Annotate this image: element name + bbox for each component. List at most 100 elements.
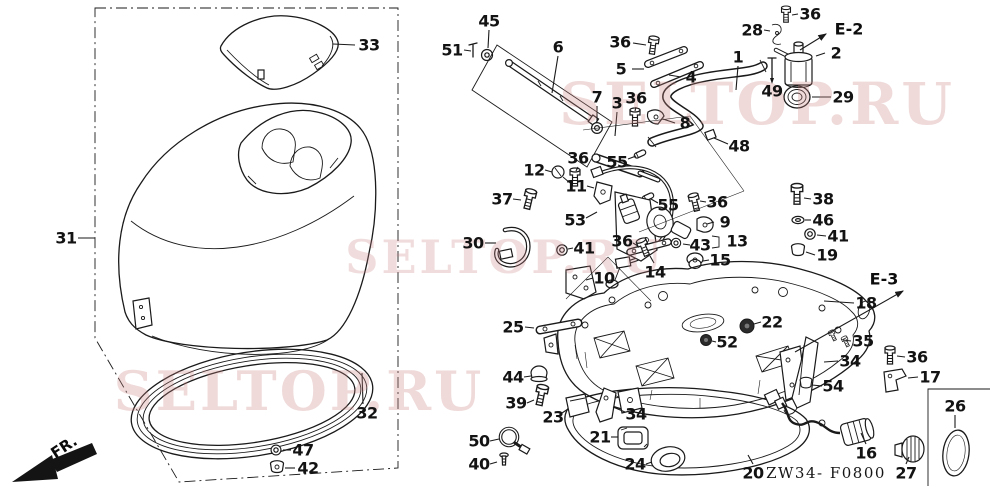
part-label-43: 43 bbox=[689, 235, 711, 255]
part-label-52: 52 bbox=[716, 332, 738, 352]
part-label-35: 35 bbox=[852, 331, 874, 351]
part-label-36: 36 bbox=[706, 192, 728, 212]
part-label-4: 4 bbox=[685, 67, 697, 87]
part-label-16: 16 bbox=[855, 443, 877, 463]
part-14-stay bbox=[626, 238, 672, 256]
part-label-42: 42 bbox=[297, 458, 319, 478]
part-label-36: 36 bbox=[799, 4, 821, 24]
part-label-24: 24 bbox=[624, 454, 646, 474]
part-54-grommet bbox=[799, 376, 813, 389]
part-label-40: 40 bbox=[468, 454, 490, 474]
part-label-51: 51 bbox=[441, 40, 463, 60]
part-46-washer bbox=[791, 215, 805, 225]
part-label-27: 27 bbox=[895, 463, 917, 483]
sub-section-bracket bbox=[927, 388, 990, 486]
part-31-engine-cover bbox=[118, 102, 377, 355]
part-label-34: 34 bbox=[839, 351, 861, 371]
part-40-screw bbox=[499, 452, 509, 466]
part-label-36: 36 bbox=[609, 32, 631, 52]
section-ref-E-3: E-3 bbox=[869, 269, 899, 289]
part-23-wedge bbox=[565, 393, 590, 418]
part-label-21: 21 bbox=[589, 427, 611, 447]
part-label-11: 11 bbox=[565, 176, 587, 196]
part-label-44: 44 bbox=[502, 367, 524, 387]
part-35-screw bbox=[840, 334, 852, 348]
part-label-37: 37 bbox=[491, 189, 513, 209]
part-label-41: 41 bbox=[573, 238, 595, 258]
part-label-2: 2 bbox=[830, 43, 842, 63]
part-label-13: 13 bbox=[726, 231, 748, 251]
part-label-33: 33 bbox=[358, 35, 380, 55]
part-27-cap bbox=[894, 435, 925, 463]
part-label-29: 29 bbox=[832, 87, 854, 107]
part-label-39: 39 bbox=[505, 393, 527, 413]
part-49-pin bbox=[767, 57, 777, 84]
part-label-5: 5 bbox=[615, 59, 627, 79]
part-label-47: 47 bbox=[292, 440, 314, 460]
part-39-bolt bbox=[532, 382, 550, 407]
part-35-screw bbox=[827, 328, 839, 342]
part-label-36: 36 bbox=[611, 231, 633, 251]
part-41-nut bbox=[556, 244, 568, 256]
part-label-10: 10 bbox=[593, 268, 615, 288]
part-44-cap bbox=[530, 365, 548, 383]
part-17-bracket bbox=[883, 368, 907, 393]
part-label-3: 3 bbox=[611, 93, 623, 113]
part-21-grommet bbox=[617, 426, 649, 450]
part-33-top-cover bbox=[219, 15, 339, 90]
part-19-grommet bbox=[790, 243, 806, 257]
part-label-48: 48 bbox=[728, 136, 750, 156]
part-label-26: 26 bbox=[944, 396, 966, 416]
drawing-code: ZW34- F0800 bbox=[766, 464, 886, 482]
part-36-bolt bbox=[884, 345, 896, 365]
part-label-53: 53 bbox=[564, 210, 586, 230]
part-36-bolt bbox=[687, 191, 703, 213]
bracket-13 bbox=[711, 235, 720, 249]
part-label-14: 14 bbox=[644, 262, 666, 282]
part-label-19: 19 bbox=[816, 245, 838, 265]
part-label-18: 18 bbox=[855, 293, 877, 313]
part-label-45: 45 bbox=[478, 11, 500, 31]
part-52-nut bbox=[700, 334, 712, 346]
part-43-nut bbox=[670, 237, 682, 249]
part-2-fuel-filter bbox=[773, 41, 813, 88]
part-label-38: 38 bbox=[812, 189, 834, 209]
part-3-elbow bbox=[591, 153, 661, 183]
part-label-30: 30 bbox=[462, 233, 484, 253]
section-ref-E-2: E-2 bbox=[834, 19, 864, 39]
part-label-25: 25 bbox=[502, 317, 524, 337]
part-label-31: 31 bbox=[55, 228, 77, 248]
part-12-clamp bbox=[551, 165, 571, 184]
part-label-17: 17 bbox=[919, 367, 941, 387]
part-22-grommet bbox=[739, 318, 755, 334]
part-label-55: 55 bbox=[657, 195, 679, 215]
part-label-1: 1 bbox=[732, 47, 744, 67]
part-24-grommet bbox=[650, 446, 686, 472]
part-label-23: 23 bbox=[542, 407, 564, 427]
part-8-clamp bbox=[646, 109, 665, 125]
part-label-36: 36 bbox=[625, 88, 647, 108]
part-label-12: 12 bbox=[523, 160, 545, 180]
part-label-22: 22 bbox=[761, 312, 783, 332]
front-direction-arrow bbox=[12, 443, 97, 482]
part-30-clamp bbox=[494, 226, 531, 268]
part-label-20: 20 bbox=[742, 463, 764, 483]
part-26-grommet bbox=[942, 429, 970, 477]
part-label-7: 7 bbox=[591, 87, 603, 107]
part-label-15: 15 bbox=[709, 250, 731, 270]
part-label-55: 55 bbox=[606, 152, 628, 172]
part-50-clamp bbox=[498, 426, 531, 455]
section-border-box bbox=[94, 7, 399, 483]
part-41-nut bbox=[804, 228, 816, 240]
part-32-seal bbox=[130, 348, 374, 460]
part-label-34: 34 bbox=[625, 404, 647, 424]
part-label-49: 49 bbox=[761, 81, 783, 101]
part-36-bolt bbox=[646, 34, 660, 56]
part-48-clamp bbox=[704, 128, 717, 141]
part-36-bolt bbox=[780, 5, 792, 23]
part-9-clamp bbox=[696, 216, 714, 233]
part-38-bolt bbox=[790, 182, 804, 205]
part-10-bracket bbox=[565, 265, 597, 300]
